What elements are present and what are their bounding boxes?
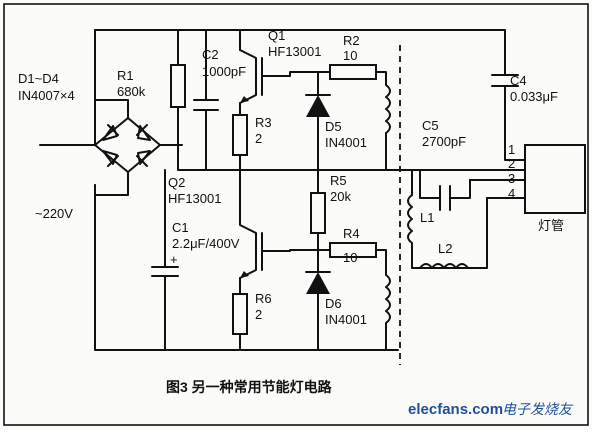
label-pin-2: 2 [508, 156, 515, 171]
label-d1d4-part: IN4007×4 [18, 88, 75, 103]
label-c2-name: C2 [202, 47, 219, 62]
label-r6-val: 2 [255, 307, 262, 322]
label-pin-3: 3 [508, 171, 515, 186]
label-l2-name: L2 [438, 241, 452, 256]
label-r4-name: R4 [343, 226, 360, 241]
label-c1-plus: + [170, 252, 178, 267]
label-q1-name: Q1 [268, 28, 285, 43]
capacitor-c4 [491, 74, 526, 161]
resistor-r6 [232, 293, 248, 351]
resistor-r2 [329, 64, 391, 171]
capacitor-c2 [193, 99, 219, 171]
label-r3-val: 2 [255, 131, 262, 146]
capacitor-c5 [419, 177, 471, 211]
wire-top-rail [94, 29, 506, 351]
label-pin-1: 1 [508, 142, 515, 157]
label-c2-val: 1000pF [202, 64, 246, 79]
label-d5-name: D5 [325, 119, 342, 134]
label-q2-part: HF13001 [168, 191, 221, 206]
diode-d6 [305, 249, 331, 351]
label-l1-name: L1 [420, 210, 434, 225]
component-labels: D1~D4 IN4007×4 ~220V R1 680k C2 1000pF Q… [18, 28, 564, 327]
label-r1-name: R1 [117, 68, 134, 83]
resistor-r4 [329, 242, 391, 351]
transistor-q1 [239, 49, 331, 116]
label-d6-part: IN4001 [325, 312, 367, 327]
label-c5-val: 2700pF [422, 134, 466, 149]
bridge-rectifier [39, 99, 183, 196]
label-c4-name: C4 [510, 73, 527, 88]
label-pin-4: 4 [508, 186, 515, 201]
resistor-r1 [170, 64, 399, 171]
label-r1-val: 680k [117, 84, 146, 99]
label-c1-val: 2.2μF/400V [172, 236, 240, 251]
figure-caption: 图3 另一种常用节能灯电路 [166, 379, 333, 395]
label-q1-part: HF13001 [268, 44, 321, 59]
label-d5-part: IN4001 [325, 135, 367, 150]
label-d6-name: D6 [325, 296, 342, 311]
resistor-r5 [310, 169, 326, 251]
label-r3-name: R3 [255, 115, 272, 130]
label-r2-name: R2 [343, 33, 360, 48]
label-lamp: 灯管 [538, 218, 564, 233]
label-r5-val: 20k [330, 189, 351, 204]
watermark-cn-text: 电子发烧友 [502, 401, 574, 417]
watermark-text: elecfans.com [408, 401, 503, 418]
label-d1d4-name: D1~D4 [18, 71, 59, 86]
label-c4-val: 0.033μF [510, 89, 558, 104]
lamp-wiring [397, 169, 526, 199]
lamp-tube [524, 144, 586, 214]
label-r2-val: 10 [343, 48, 357, 63]
label-c5-name: C5 [422, 118, 439, 133]
diode-d5 [305, 71, 331, 171]
figure-border [3, 3, 589, 426]
label-r5-name: R5 [330, 173, 347, 188]
label-r6-name: R6 [255, 291, 272, 306]
label-c1-name: C1 [172, 220, 189, 235]
label-r4-val: 10 [343, 250, 357, 265]
resistor-r3 [232, 114, 248, 171]
inductor-l2 [419, 197, 488, 269]
label-q2-name: Q2 [168, 175, 185, 190]
capacitor-c1 [151, 169, 179, 351]
transistor-q2 [239, 169, 331, 295]
label-mains: ~220V [35, 206, 73, 221]
